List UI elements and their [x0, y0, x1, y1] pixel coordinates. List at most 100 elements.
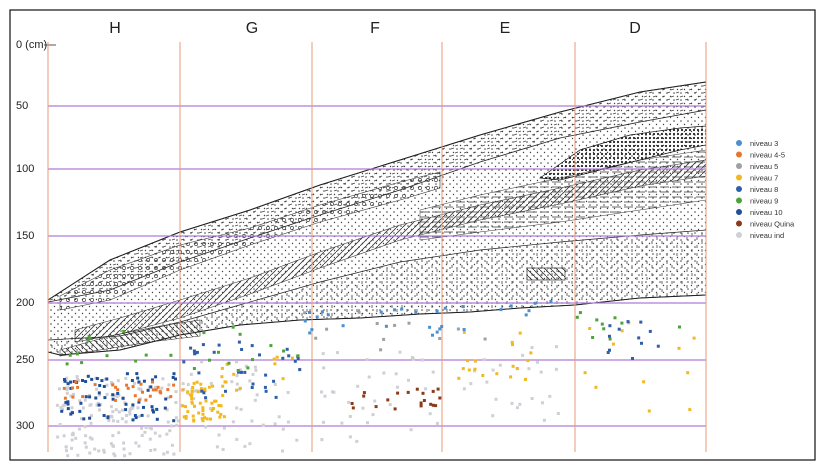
artifact-point — [131, 405, 135, 409]
artifact-point — [79, 401, 83, 405]
artifact-point — [222, 426, 226, 430]
artifact-point — [285, 347, 289, 351]
artifact-point — [393, 407, 397, 411]
artifact-point — [209, 381, 213, 385]
artifact-point — [631, 357, 634, 360]
artifact-point — [431, 370, 435, 374]
artifact-point — [555, 345, 558, 349]
artifact-point — [386, 398, 390, 402]
artifact-point — [253, 365, 257, 369]
artifact-point — [462, 387, 466, 391]
artifact-point — [86, 374, 90, 378]
artifact-point — [232, 372, 236, 376]
artifact-point — [269, 344, 273, 348]
artifact-point — [81, 395, 85, 399]
artifact-point — [217, 350, 220, 354]
artifact-point — [608, 348, 611, 352]
artifact-point — [112, 419, 115, 423]
artifact-point — [325, 327, 329, 331]
artifact-point — [231, 420, 235, 424]
artifact-point — [181, 404, 185, 408]
artifact-point — [151, 408, 155, 412]
artifact-point — [222, 415, 226, 419]
artifact-point — [429, 402, 433, 406]
artifact-point — [123, 454, 127, 458]
artifact-point — [578, 311, 582, 315]
artifact-point — [529, 351, 533, 355]
artifact-point — [213, 399, 217, 403]
artifact-point — [438, 327, 442, 331]
artifact-point — [216, 410, 220, 414]
legend-swatch — [736, 174, 742, 181]
artifact-point — [148, 426, 152, 430]
artifact-point — [277, 415, 281, 419]
artifact-point — [150, 405, 154, 409]
artifact-point — [198, 401, 202, 405]
artifact-point — [435, 330, 439, 334]
artifact-point — [182, 360, 186, 364]
artifact-point — [97, 449, 101, 453]
artifact-point — [250, 344, 254, 348]
artifact-point — [76, 453, 80, 457]
artifact-point — [95, 403, 99, 407]
artifact-point — [511, 364, 515, 368]
artifact-point — [548, 394, 552, 398]
artifact-point — [201, 419, 205, 423]
artifact-point — [146, 388, 150, 392]
artifact-point — [217, 404, 221, 407]
artifact-point — [174, 401, 178, 404]
artifact-point — [134, 441, 138, 445]
artifact-point — [384, 324, 388, 328]
artifact-point — [193, 389, 197, 393]
artifact-point — [190, 400, 194, 404]
artifact-point — [128, 410, 132, 414]
legend-swatch — [736, 220, 742, 227]
artifact-point — [428, 325, 432, 329]
artifact-point — [60, 409, 64, 413]
artifact-point — [105, 354, 109, 358]
artifact-point — [139, 382, 143, 386]
artifact-point — [86, 338, 90, 342]
artifact-point — [218, 415, 222, 419]
artifact-point — [341, 324, 345, 328]
artifact-point — [84, 380, 88, 383]
artifact-point — [296, 357, 300, 361]
artifact-point — [69, 412, 73, 416]
artifact-point — [184, 405, 187, 409]
artifact-point — [174, 377, 177, 381]
artifact-point — [461, 367, 465, 371]
artifact-point — [95, 387, 99, 391]
artifact-point — [238, 332, 242, 336]
artifact-point — [209, 417, 212, 421]
artifact-point — [356, 384, 360, 388]
artifact-point — [521, 353, 525, 357]
artifact-point — [235, 437, 239, 441]
depth-label: 50 — [16, 100, 28, 112]
artifact-point — [83, 441, 87, 445]
artifact-point — [382, 337, 386, 341]
artifact-point — [68, 353, 72, 357]
artifact-point — [61, 408, 64, 411]
artifact-point — [322, 366, 326, 370]
column-label: H — [109, 20, 121, 37]
artifact-point — [282, 349, 286, 353]
artifact-point — [298, 368, 302, 372]
artifact-point — [90, 437, 94, 441]
artifact-point — [202, 331, 206, 335]
artifact-point — [219, 412, 223, 416]
artifact-point — [210, 401, 214, 405]
artifact-point — [308, 331, 312, 335]
artifact-point — [131, 403, 135, 407]
artifact-point — [201, 343, 205, 347]
artifact-point — [193, 352, 197, 356]
artifact-point — [65, 380, 69, 384]
circle-layer — [59, 171, 441, 311]
column-label: D — [629, 20, 641, 37]
artifact-point — [66, 454, 70, 458]
artifact-point — [678, 325, 681, 329]
artifact-point — [406, 390, 410, 394]
artifact-point — [63, 379, 67, 383]
artifact-point — [549, 300, 553, 303]
artifact-point — [156, 385, 160, 389]
artifact-point — [303, 311, 307, 315]
